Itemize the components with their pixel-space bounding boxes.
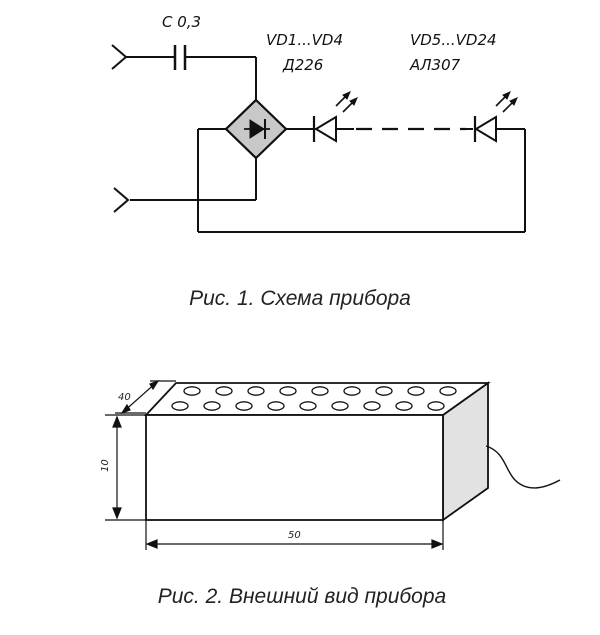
dimension-lines bbox=[105, 379, 444, 550]
led-hole bbox=[407, 386, 425, 396]
led-holes bbox=[171, 386, 457, 411]
device-box bbox=[143, 381, 561, 522]
diode-bridge bbox=[224, 98, 288, 160]
capacitor-label: C 0,3 bbox=[162, 13, 201, 31]
led-hole bbox=[279, 386, 297, 396]
led-type-label: АЛ307 bbox=[409, 56, 461, 74]
dim-height-label: 10 bbox=[100, 459, 111, 472]
led-hole bbox=[439, 386, 457, 396]
led-hole bbox=[183, 386, 201, 396]
circuit-schematic bbox=[111, 44, 526, 233]
power-cable bbox=[485, 445, 561, 489]
input-terminal-bottom bbox=[113, 187, 130, 213]
led-hole bbox=[235, 401, 253, 411]
led-hole bbox=[171, 401, 189, 411]
led-hole bbox=[363, 401, 381, 411]
capacitor-symbol bbox=[173, 45, 187, 70]
input-terminal-top bbox=[111, 44, 128, 70]
led-hole bbox=[247, 386, 265, 396]
led-hole bbox=[331, 401, 349, 411]
led-hole bbox=[343, 386, 361, 396]
led-last bbox=[466, 91, 525, 143]
led-hole bbox=[299, 401, 317, 411]
led-hole bbox=[203, 401, 221, 411]
led-hole bbox=[395, 401, 413, 411]
led-ref-label: VD5...VD24 bbox=[410, 31, 497, 49]
led-hole bbox=[427, 401, 445, 411]
dim-length-label: 50 bbox=[288, 530, 301, 541]
bridge-ref-label: VD1...VD4 bbox=[266, 31, 343, 49]
led-first bbox=[310, 91, 358, 143]
led-hole bbox=[375, 386, 393, 396]
figure1-caption: Рис. 1. Схема прибора bbox=[189, 287, 411, 310]
led-hole bbox=[215, 386, 233, 396]
figure2-caption: Рис. 2. Внешний вид прибора bbox=[158, 585, 446, 608]
dim-depth-label: 40 bbox=[118, 392, 131, 403]
bridge-type-label: Д226 bbox=[282, 56, 323, 74]
led-hole bbox=[311, 386, 329, 396]
led-hole bbox=[267, 401, 285, 411]
box-front-face bbox=[145, 414, 444, 521]
